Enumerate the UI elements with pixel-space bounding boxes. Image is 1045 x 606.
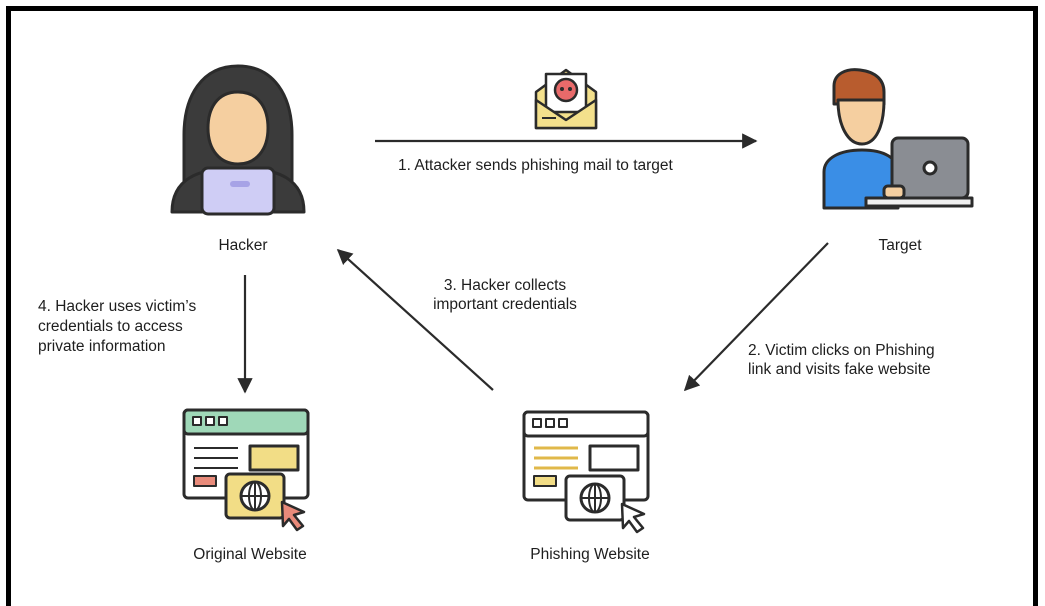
hooded-hacker-icon (170, 64, 306, 216)
target-label: Target (878, 237, 922, 254)
step1-label: 1. Attacker sends phishing mail to targe… (398, 157, 673, 174)
arrow-step2 (683, 242, 829, 392)
step2-label-line2: link and visits fake website (748, 361, 931, 378)
phishing-envelope-skull-icon (534, 68, 598, 130)
diagram-canvas (170, 64, 974, 534)
original-website-browser-icon (182, 408, 310, 532)
step4-label-line3: private information (38, 338, 166, 355)
arrow-step3 (336, 248, 494, 391)
step2-label-line1: 2. Victim clicks on Phishing (748, 342, 935, 359)
original-website-label: Original Website (193, 546, 307, 563)
hacker-label: Hacker (218, 237, 268, 254)
phishing-website-browser-icon (522, 410, 650, 534)
step4-label-line1: 4. Hacker uses victim’s (38, 298, 197, 315)
step3-label-line2: important credentials (433, 296, 577, 313)
step4-label-line2: credentials to access (38, 318, 183, 335)
person-with-laptop-icon (822, 68, 974, 210)
step3-label-line1: 3. Hacker collects (443, 277, 567, 294)
diagram-frame (6, 6, 1038, 606)
phishing-website-label: Phishing Website (530, 546, 650, 563)
